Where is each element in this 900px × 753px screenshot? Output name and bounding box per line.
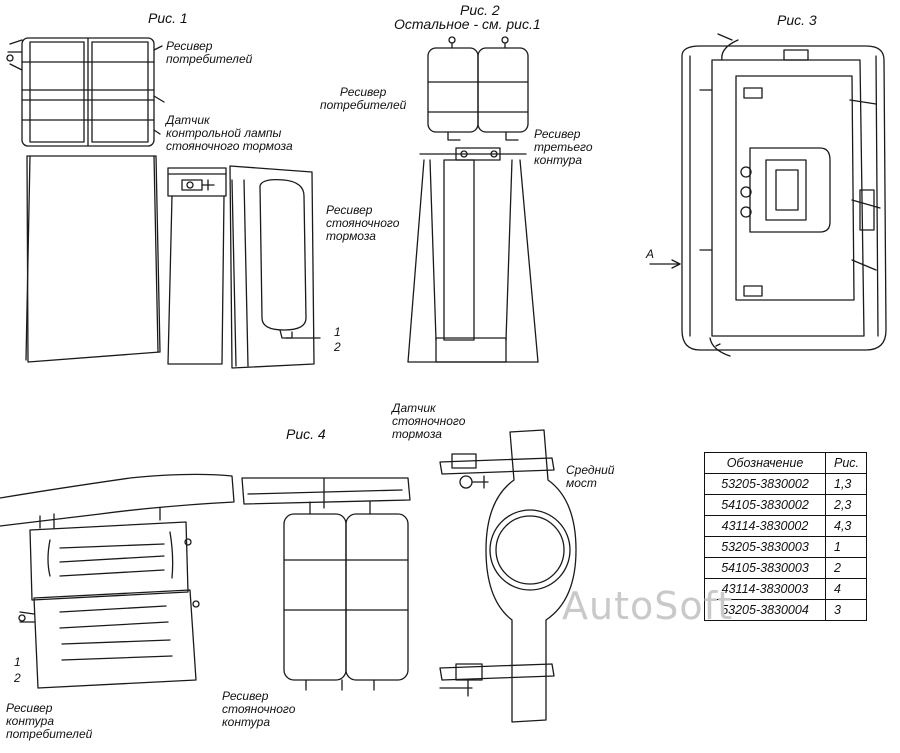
cell-designation: 53205-3830002 [704, 473, 826, 495]
fig2-frame-drawing [408, 148, 538, 362]
fig3-view-arrow-label: A [646, 247, 655, 261]
fig3-cab-topview-drawing [650, 34, 886, 356]
designation-table: Обозначение Рис. 53205-3830002 1,3 54105… [704, 452, 867, 621]
header-figure: Рис. [825, 452, 867, 474]
fig4-axle-drawing [440, 430, 576, 722]
cell-figure: 1 [825, 536, 867, 558]
cell-designation: 54105-3830003 [704, 557, 826, 579]
fig3-title: Рис. 3 [777, 12, 817, 28]
fig1-label-sensor: Датчик контрольной лампы стояночного тор… [166, 113, 293, 153]
table-row: 53205-3830002 1,3 [704, 473, 867, 495]
fig4-left-receiver-drawing [0, 474, 234, 688]
fig4-label-middle-axle: Средний мост [566, 463, 615, 490]
fig1-receiver-consumers-drawing [7, 38, 164, 146]
table-row: 54105-3830003 2 [704, 557, 867, 579]
fig1-callout-2: 2 [334, 340, 341, 354]
cell-designation: 43114-3830003 [704, 578, 826, 600]
cell-figure: 4 [825, 578, 867, 600]
fig4-callout-2: 2 [14, 671, 21, 685]
fig2-title: Рис. 2 [460, 2, 500, 18]
fig1-label-receiver-consumers: Ресивер потребителей [166, 39, 253, 66]
cell-designation: 54105-3830002 [704, 494, 826, 516]
cell-figure: 1,3 [825, 473, 867, 495]
header-designation: Обозначение [704, 452, 826, 474]
table-row: 43114-3830002 4,3 [704, 515, 867, 537]
fig1-callout-1: 1 [334, 325, 341, 339]
cell-figure: 4,3 [825, 515, 867, 537]
fig1-sensor-drawing [168, 168, 226, 364]
fig4-label-receiver-parking-circuit: Ресивер стояночного контура [222, 689, 296, 729]
table-row: 53205-3830003 1 [704, 536, 867, 558]
fig4-label-sensor: Датчик стояночного тормоза [392, 401, 466, 441]
cell-designation: 53205-3830003 [704, 536, 826, 558]
fig1-receiver-parking-drawing [230, 166, 320, 368]
cell-figure: 2 [825, 557, 867, 579]
fig4-label-receiver-circuit: Ресивер контура потребителей [6, 701, 93, 741]
fig2-label-receiver-consumers: Ресивер потребителей [320, 85, 407, 112]
cell-figure: 2,3 [825, 494, 867, 516]
cell-figure: 3 [825, 599, 867, 621]
fig2-subtitle: Остальное - см. рис.1 [394, 16, 541, 32]
fig2-label-receiver-third: Ресивер третьего контура [534, 127, 593, 167]
watermark: AutoSoft [562, 584, 734, 628]
table-row: 43114-3830003 4 [704, 578, 867, 600]
fig1-title: Рис. 1 [148, 10, 188, 26]
table-header-row: Обозначение Рис. [704, 452, 867, 474]
cell-designation: 43114-3830002 [704, 515, 826, 537]
table-row: 54105-3830002 2,3 [704, 494, 867, 516]
fig2-receivers-drawing [428, 37, 528, 140]
fig4-callout-1: 1 [14, 655, 21, 669]
fig1-label-receiver-parking: Ресивер стояночного тормоза [326, 203, 400, 243]
cell-designation: 53205-3830004 [704, 599, 826, 621]
table-row: 53205-3830004 3 [704, 599, 867, 621]
fig1-frame-left [26, 156, 160, 362]
fig4-title: Рис. 4 [286, 426, 326, 442]
fig4-middle-receiver-drawing [242, 478, 410, 690]
